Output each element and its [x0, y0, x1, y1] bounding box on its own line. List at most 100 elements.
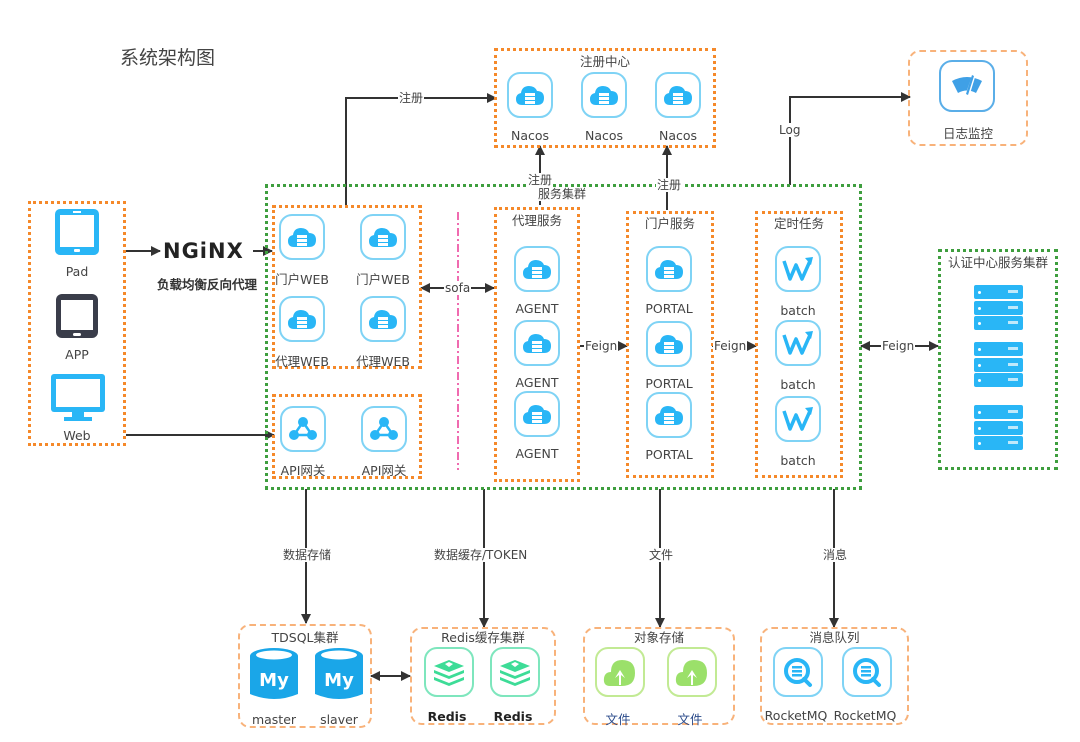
rocketmq-icon[interactable] [773, 647, 823, 697]
api-gateway-icon[interactable] [280, 406, 326, 452]
gateway-node-label: API网关 [280, 463, 326, 478]
upload-cloud-icon[interactable] [595, 647, 645, 697]
svg-text:My: My [259, 670, 289, 691]
web-cloud-icon[interactable] [360, 296, 406, 342]
service-cluster [265, 184, 862, 490]
registry-group [494, 48, 716, 148]
portal-cloud-icon[interactable] [646, 321, 692, 367]
web-cloud-icon[interactable] [279, 214, 325, 260]
server-rack-icon [974, 300, 1023, 315]
server-rack-icon [974, 316, 1023, 330]
registry-title: 注册中心 [579, 54, 630, 69]
gateway-group [272, 394, 422, 479]
oss-node-label: 文件 [677, 712, 703, 727]
portal-node-label: PORTAL [645, 376, 693, 391]
tdsql-title: TDSQL集群 [271, 630, 339, 645]
nacos-node-label: Nacos [584, 128, 624, 143]
web-cloud-icon[interactable] [279, 296, 325, 342]
batch-job-icon[interactable] [775, 396, 821, 442]
agent-node-label: AGENT [515, 301, 559, 316]
server-rack-icon [974, 285, 1023, 299]
batch-job-icon[interactable] [775, 246, 821, 292]
mysql-database-icon[interactable]: My [248, 646, 300, 708]
rocketmq-icon[interactable] [842, 647, 892, 697]
edge-label-data-cache: 数据缓存/TOKEN [433, 548, 529, 562]
diagram-title: 系统架构图 [120, 47, 216, 69]
redis-node-label: Redis [427, 709, 467, 724]
agent-cloud-icon[interactable] [514, 391, 560, 437]
edge-label-log: Log [778, 123, 802, 137]
edge-label-feign-auth: Feign [881, 339, 916, 353]
db-node-label: slaver [320, 712, 358, 727]
portal-node-label: PORTAL [645, 447, 693, 462]
oss-node-label: 文件 [605, 712, 631, 727]
upload-cloud-icon[interactable] [667, 647, 717, 697]
log-monitor-label: 日志监控 [942, 126, 993, 141]
mysql-database-icon[interactable]: My [313, 646, 365, 708]
portal-cloud-icon[interactable] [646, 246, 692, 292]
agent-node-label: AGENT [515, 446, 559, 461]
nginx-logo: NGiNX [163, 239, 244, 263]
batch-job-icon[interactable] [775, 320, 821, 366]
redis-node-label: Redis [493, 709, 533, 724]
batch-group [755, 211, 843, 478]
auth-cluster [938, 249, 1058, 470]
batch-node-label: batch [780, 377, 816, 392]
portal-group-title: 门户服务 [644, 216, 695, 231]
svg-text:My: My [324, 670, 354, 691]
client-label-pad: Pad [65, 264, 89, 279]
web-node-label: 门户WEB [275, 272, 329, 287]
monitor-icon[interactable] [50, 373, 106, 427]
batch-node-label: batch [780, 303, 816, 318]
web-node-label: 代理WEB [356, 354, 410, 369]
nacos-cloud-icon[interactable] [655, 72, 701, 118]
portal-cloud-icon[interactable] [646, 392, 692, 438]
edge-label-register-agent: 注册 [527, 173, 554, 187]
edge-label-sofa: sofa [444, 281, 472, 295]
server-rack-icon [974, 342, 1023, 356]
nacos-cloud-icon[interactable] [581, 72, 627, 118]
mq-node-label: RocketMQ [764, 708, 828, 723]
agent-cloud-icon[interactable] [514, 246, 560, 292]
oss-title: 对象存储 [633, 630, 684, 645]
agent-node-label: AGENT [515, 375, 559, 390]
batch-group-title: 定时任务 [773, 216, 824, 231]
auth-cluster-title: 认证中心服务集群 [947, 255, 1048, 270]
client-label-app: APP [65, 347, 89, 362]
tablet-icon[interactable] [53, 207, 101, 261]
nacos-node-label: Nacos [510, 128, 550, 143]
web-node-label: 代理WEB [275, 354, 329, 369]
agent-cloud-icon[interactable] [514, 320, 560, 366]
web-cloud-icon[interactable] [360, 214, 406, 260]
batch-node-label: batch [780, 453, 816, 468]
redis-cluster [410, 627, 556, 725]
oss-cluster [583, 627, 735, 725]
edge-label-message: 消息 [822, 548, 849, 562]
nacos-node-label: Nacos [658, 128, 698, 143]
service-cluster-title: 服务集群 [537, 187, 588, 201]
nacos-cloud-icon[interactable] [507, 72, 553, 118]
redis-icon[interactable] [490, 647, 540, 697]
agent-group-title: 代理服务 [511, 213, 562, 228]
edge-log [789, 92, 911, 185]
edge-register-web [345, 93, 497, 205]
redis-icon[interactable] [424, 647, 474, 697]
tdsql-cluster [238, 624, 372, 728]
client-label-web: Web [63, 428, 91, 443]
portal-node-label: PORTAL [645, 301, 693, 316]
server-rack-icon [974, 436, 1023, 450]
edge-label-register-web: 注册 [398, 91, 425, 105]
api-gateway-icon[interactable] [361, 406, 407, 452]
server-rack-icon [974, 420, 1023, 435]
agent-group [494, 207, 580, 482]
web-node-label: 门户WEB [356, 272, 410, 287]
mq-node-label: RocketMQ [833, 708, 897, 723]
server-rack-icon [974, 373, 1023, 387]
mobile-device-icon[interactable] [54, 292, 100, 344]
redis-title: Redis缓存集群 [441, 630, 525, 645]
edge-label-register-portal: 注册 [656, 178, 683, 192]
mq-cluster [760, 627, 909, 725]
edge-label-file: 文件 [648, 548, 675, 562]
db-node-label: master [251, 712, 297, 727]
dashboard-gauge-icon[interactable] [939, 60, 995, 112]
